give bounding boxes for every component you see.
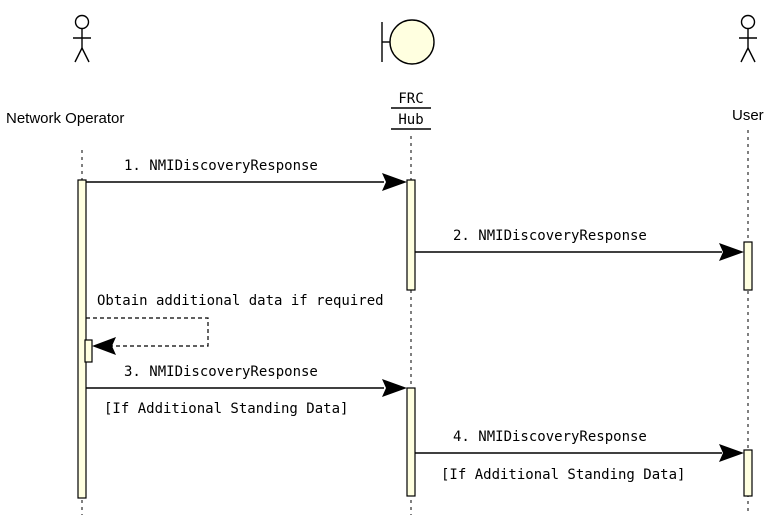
hub-activation-1	[406, 179, 416, 291]
message-3-label: 3. NMIDiscoveryResponse	[124, 364, 318, 380]
message-4-label: 4. NMIDiscoveryResponse	[453, 429, 647, 445]
message-4-arrow	[415, 444, 744, 462]
network-operator-self-activation	[84, 339, 93, 363]
hub-activation-2	[406, 387, 416, 497]
message-2-arrow	[415, 243, 744, 261]
user-activation-1	[743, 241, 753, 291]
message-3-arrow	[86, 379, 407, 397]
message-2-label: 2. NMIDiscoveryResponse	[453, 228, 647, 244]
network-operator-activation	[77, 179, 87, 499]
user-label: User	[732, 107, 764, 124]
message-4-guard: [If Additional Standing Data]	[441, 467, 685, 483]
user-activation-2	[743, 449, 753, 497]
self-message-arrow	[86, 317, 209, 355]
hub-boundary-icon	[381, 19, 435, 65]
message-1-label: 1. NMIDiscoveryResponse	[124, 158, 318, 174]
user-actor-icon	[739, 14, 757, 63]
message-1-arrow	[86, 173, 407, 191]
network-operator-actor-icon	[73, 14, 91, 63]
network-operator-label: Network Operator	[6, 110, 124, 127]
message-3-guard: [If Additional Standing Data]	[104, 401, 348, 417]
self-message-label: Obtain additional data if required	[97, 293, 384, 309]
hub-label-hub: Hub	[398, 112, 423, 128]
hub-label-frc: FRC	[398, 91, 423, 107]
